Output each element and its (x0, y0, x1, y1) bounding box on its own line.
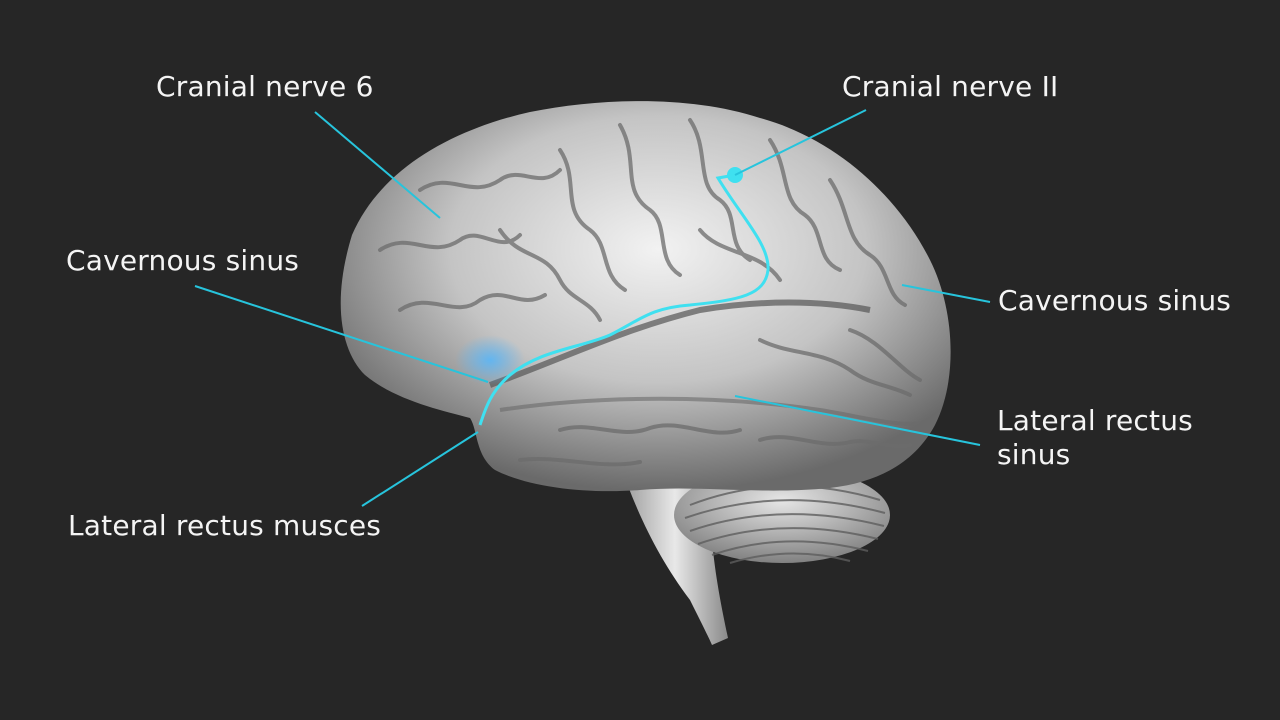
label-lateral-rectus-muscles: Lateral rectus musces (68, 509, 381, 543)
leader-line-cranial-nerve-6 (314, 111, 441, 219)
leader-line-cavernous-sinus-left (194, 285, 489, 383)
label-lateral-rectus-sinus: Lateral rectus sinus (997, 404, 1193, 472)
label-text: Cranial nerve II (842, 70, 1059, 103)
label-text: Cranial nerve 6 (156, 70, 374, 103)
label-text-line2: sinus (997, 438, 1071, 471)
cerebellum (674, 467, 890, 564)
leader-line-cavernous-sinus-right (901, 284, 991, 303)
cerebrum (340, 101, 951, 492)
leader-line-lateral-rectus-sinus (734, 395, 981, 446)
label-text: Cavernous sinus (998, 284, 1232, 317)
label-text: Lateral rectus musces (68, 509, 382, 542)
label-cavernous-sinus-right: Cavernous sinus (998, 284, 1231, 318)
leader-line-cranial-nerve-ii (734, 109, 867, 176)
label-text: Cavernous sinus (66, 244, 300, 277)
lateral-sulcus (488, 299, 871, 388)
nerve-path (478, 173, 770, 426)
brain-gyri (378, 118, 922, 467)
label-cranial-nerve-6: Cranial nerve 6 (156, 70, 374, 104)
nerve-glow (455, 335, 525, 385)
label-cranial-nerve-ii: Cranial nerve II (842, 70, 1058, 104)
label-text-line1: Lateral rectus (997, 404, 1193, 437)
label-cavernous-sinus-left: Cavernous sinus (66, 244, 299, 278)
leader-line-lateral-rectus-muscles (361, 431, 479, 507)
